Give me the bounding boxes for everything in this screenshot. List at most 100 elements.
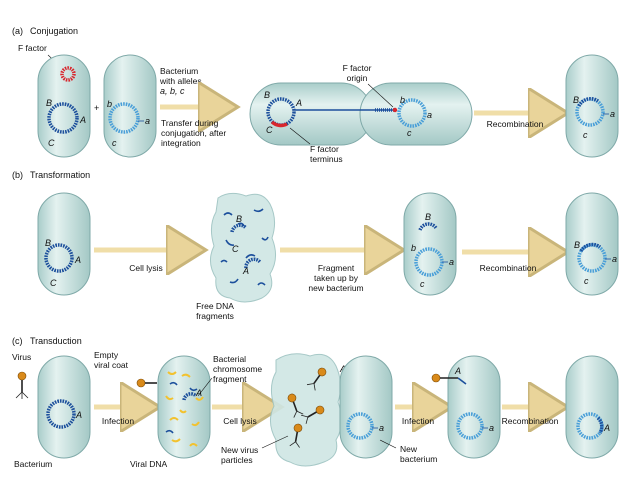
viral-dna-strands [165, 371, 204, 447]
allele-a: a [145, 116, 150, 126]
virus-label: Virus [12, 352, 31, 362]
new-bacterium-label-2: bacterium [400, 454, 437, 464]
fragments-label-1: Free DNA [196, 301, 234, 311]
donor-bacterium [37, 54, 91, 158]
recipient-bacterium-b [403, 192, 457, 296]
section-b-letter: (b) [12, 170, 23, 180]
rec-b-allele-B: B [574, 240, 580, 250]
transfer-label-3: integration [161, 138, 201, 148]
origin-label-1: F factor [343, 63, 372, 73]
section-transformation: (b) Transformation B A C Cell lysis B C … [12, 170, 619, 321]
infection-label-c2: Infection [402, 416, 434, 426]
recombination-label-c: Recombination [502, 416, 559, 426]
uptake-allele-c: c [420, 279, 425, 289]
c-allele-A: A [75, 410, 82, 420]
cell-lysis-label-c: Cell lysis [223, 416, 257, 426]
b-allele-C: C [50, 278, 57, 288]
fragment-label-2: taken up by [314, 273, 359, 283]
f-factor-label: F factor [18, 43, 47, 53]
rec-a-allele-a: a [610, 109, 615, 119]
new-virus-particles [287, 367, 327, 448]
fragment-label-3: new bacterium [308, 283, 363, 293]
new-bacterium-c [339, 355, 393, 459]
allele-C: C [48, 138, 55, 148]
rec-b-allele-c: c [584, 276, 589, 286]
recombination-label-b: Recombination [480, 263, 537, 273]
virus-allele-A: A [339, 364, 346, 374]
allele-c: c [112, 138, 117, 148]
conj-allele-c: c [407, 128, 412, 138]
terminus-label-1: F factor [310, 144, 339, 154]
conjugating-donor-chromosome [266, 97, 296, 127]
rec-b-allele-a: a [612, 254, 617, 264]
bact-fragment-label-1: Bacterial [213, 354, 246, 364]
conjugating-recipient-chromosome [397, 98, 427, 128]
inject-allele-A: A [454, 366, 461, 376]
infection-label-c: Infection [102, 416, 134, 426]
allele-B: B [46, 98, 52, 108]
frag-allele-A: A [242, 266, 249, 276]
rec-a-allele-c: c [583, 130, 588, 140]
uptake-allele-B: B [425, 212, 431, 222]
section-b-title: Transformation [30, 170, 90, 180]
bacterium-label-1: Bacterium [160, 66, 198, 76]
recipient-bacterium [103, 54, 157, 158]
fragment-label-1: Fragment [318, 263, 355, 273]
lysed-cell-b [210, 192, 276, 303]
cell-lysis-label-b: Cell lysis [129, 263, 163, 273]
new-bacterium-label-1: New [400, 444, 418, 454]
donor-bacterium-b [37, 192, 91, 296]
b-allele-B: B [45, 238, 51, 248]
section-a-letter: (a) [12, 26, 23, 36]
frag-allele-C: C [232, 244, 239, 254]
plus-sign: + [94, 103, 99, 113]
empty-coat-label-1: Empty [94, 350, 119, 360]
bacterium-label-c: Bacterium [14, 459, 52, 469]
conjugating-recipient [359, 82, 473, 146]
viral-dna-label: Viral DNA [130, 459, 167, 469]
f-factor-plasmid [60, 66, 76, 82]
transduced-allele-a: a [489, 423, 494, 433]
terminus-label-2: terminus [310, 154, 343, 164]
virus-icon [15, 371, 29, 399]
origin-label-2: origin [347, 73, 368, 83]
section-c-title: Transduction [30, 336, 82, 346]
transfer-label-1: Transfer during [161, 118, 219, 128]
f-origin-dot [392, 107, 398, 113]
dna-fragments [220, 208, 269, 286]
section-c-letter: (c) [12, 336, 23, 346]
bact-fragment-label-2: chromosome [213, 364, 262, 374]
new-bact-allele-a: a [379, 423, 384, 433]
uptake-allele-a: a [449, 257, 454, 267]
bacterium-alleles: a, b, c [160, 86, 185, 96]
transduce-allele-A: A [195, 388, 202, 398]
conj-allele-B: B [264, 90, 270, 100]
conj-allele-C: C [266, 125, 273, 135]
section-conjugation: (a) Conjugation F factor B A C + b a c B… [12, 26, 619, 164]
frag-allele-B: B [236, 214, 242, 224]
recombinant-bacterium-a [565, 54, 619, 158]
infected-bacterium-c [157, 355, 211, 459]
injecting-virus-icon [431, 373, 467, 385]
section-transduction: (c) Transduction Virus A Bacterium Infec… [12, 336, 619, 469]
rec-a-allele-B: B [573, 95, 579, 105]
host-bacterium-c [37, 355, 91, 459]
recombination-label-a: Recombination [487, 119, 544, 129]
allele-A: A [79, 115, 86, 125]
b-allele-A: A [74, 255, 81, 265]
lysed-cell-c [270, 353, 342, 467]
new-virus-label-2: particles [221, 455, 253, 465]
conj-allele-b: b [400, 95, 405, 105]
donor-chromosome [47, 102, 79, 134]
recipient-chromosome [108, 102, 140, 134]
rec-c-allele-A: A [603, 423, 610, 433]
transfer-label-2: conjugation, after [161, 128, 226, 138]
bacterium-label-2: with alleles [159, 76, 202, 86]
recombinant-bacterium-c [565, 355, 619, 459]
new-virus-label-1: New virus [221, 445, 258, 455]
conj-allele-a: a [427, 110, 432, 120]
uptake-allele-b: b [411, 243, 416, 253]
bact-fragment-label-3: fragment [213, 374, 247, 384]
allele-b: b [107, 99, 112, 109]
